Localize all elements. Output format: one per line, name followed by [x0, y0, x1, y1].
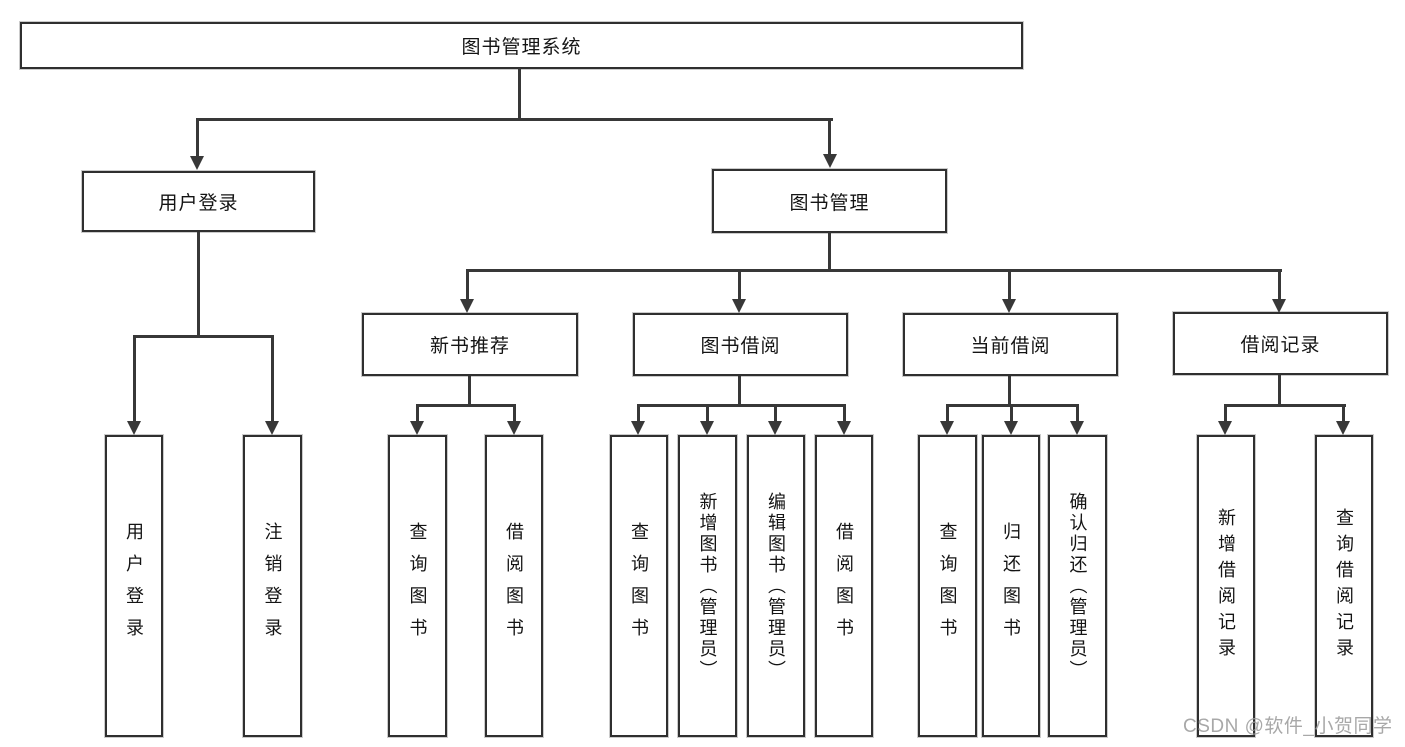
node-leaf-query-books-1: 查询图书	[388, 435, 447, 737]
node-leaf-query-borrow-record: 查询借阅记录	[1315, 435, 1373, 737]
connector-line	[416, 404, 419, 423]
node-current-borrowing: 当前借阅	[903, 313, 1118, 376]
node-leaf-add-borrow-record: 新增借阅记录	[1197, 435, 1255, 737]
node-leaf-query-books-3: 查询图书	[918, 435, 977, 737]
connector-line	[271, 335, 274, 423]
arrowhead-down-icon	[265, 421, 279, 435]
connector-line	[513, 404, 516, 423]
node-new-book-recommendation: 新书推荐	[362, 313, 578, 376]
connector-line	[1076, 404, 1079, 423]
node-leaf-add-book-admin: 新增图书（管理员）	[678, 435, 737, 737]
node-leaf-confirm-return-admin: 确认归还（管理员）	[1048, 435, 1107, 737]
node-user-login: 用户登录	[82, 171, 315, 232]
arrowhead-down-icon	[1272, 299, 1286, 313]
arrowhead-down-icon	[1336, 421, 1350, 435]
node-book-management: 图书管理	[712, 169, 947, 233]
arrowhead-down-icon	[507, 421, 521, 435]
connector-line	[946, 404, 949, 423]
connector-line	[843, 404, 846, 423]
connector-line	[466, 269, 1282, 272]
connector-line	[738, 376, 741, 406]
connector-line	[466, 269, 469, 301]
connector-line	[197, 232, 200, 336]
connector-line	[518, 68, 521, 119]
connector-line	[133, 335, 136, 423]
node-leaf-borrow-books-1: 借阅图书	[485, 435, 543, 737]
connector-line	[196, 118, 199, 158]
node-borrowing-records: 借阅记录	[1173, 312, 1388, 375]
node-library-management-system: 图书管理系统	[20, 22, 1023, 69]
node-leaf-user-login: 用户登录	[105, 435, 163, 737]
connector-line	[416, 404, 516, 407]
arrowhead-down-icon	[1218, 421, 1232, 435]
arrowhead-down-icon	[700, 421, 714, 435]
connector-line	[1010, 404, 1013, 423]
connector-line	[1008, 376, 1011, 406]
node-leaf-edit-book-admin: 编辑图书（管理员）	[747, 435, 805, 737]
connector-line	[1278, 375, 1281, 406]
connector-line	[637, 404, 640, 423]
arrowhead-down-icon	[410, 421, 424, 435]
connector-line	[637, 404, 846, 407]
arrowhead-down-icon	[732, 299, 746, 313]
connector-line	[828, 232, 831, 271]
arrowhead-down-icon	[940, 421, 954, 435]
arrowhead-down-icon	[823, 154, 837, 168]
arrowhead-down-icon	[1004, 421, 1018, 435]
arrowhead-down-icon	[1002, 299, 1016, 313]
arrowhead-down-icon	[460, 299, 474, 313]
arrowhead-down-icon	[1070, 421, 1084, 435]
connector-line	[1278, 269, 1281, 301]
connector-line	[1008, 269, 1011, 301]
arrowhead-down-icon	[837, 421, 851, 435]
connector-line	[706, 404, 709, 423]
connector-line	[828, 118, 831, 156]
connector-line	[133, 335, 274, 338]
connector-line	[1342, 404, 1345, 423]
node-leaf-return-book: 归还图书	[982, 435, 1040, 737]
connector-line	[1224, 404, 1227, 423]
node-leaf-logout: 注销登录	[243, 435, 302, 737]
node-leaf-borrow-books-2: 借阅图书	[815, 435, 873, 737]
arrowhead-down-icon	[127, 421, 141, 435]
arrowhead-down-icon	[190, 156, 204, 170]
csdn-watermark: CSDN @软件_小贺同学	[1183, 716, 1393, 737]
connector-line	[738, 269, 741, 301]
node-leaf-query-books-2: 查询图书	[610, 435, 668, 737]
connector-line	[1224, 404, 1346, 407]
arrowhead-down-icon	[631, 421, 645, 435]
connector-line	[196, 118, 833, 121]
node-book-borrowing: 图书借阅	[633, 313, 848, 376]
connector-line	[774, 404, 777, 423]
connector-line	[468, 376, 471, 406]
arrowhead-down-icon	[768, 421, 782, 435]
